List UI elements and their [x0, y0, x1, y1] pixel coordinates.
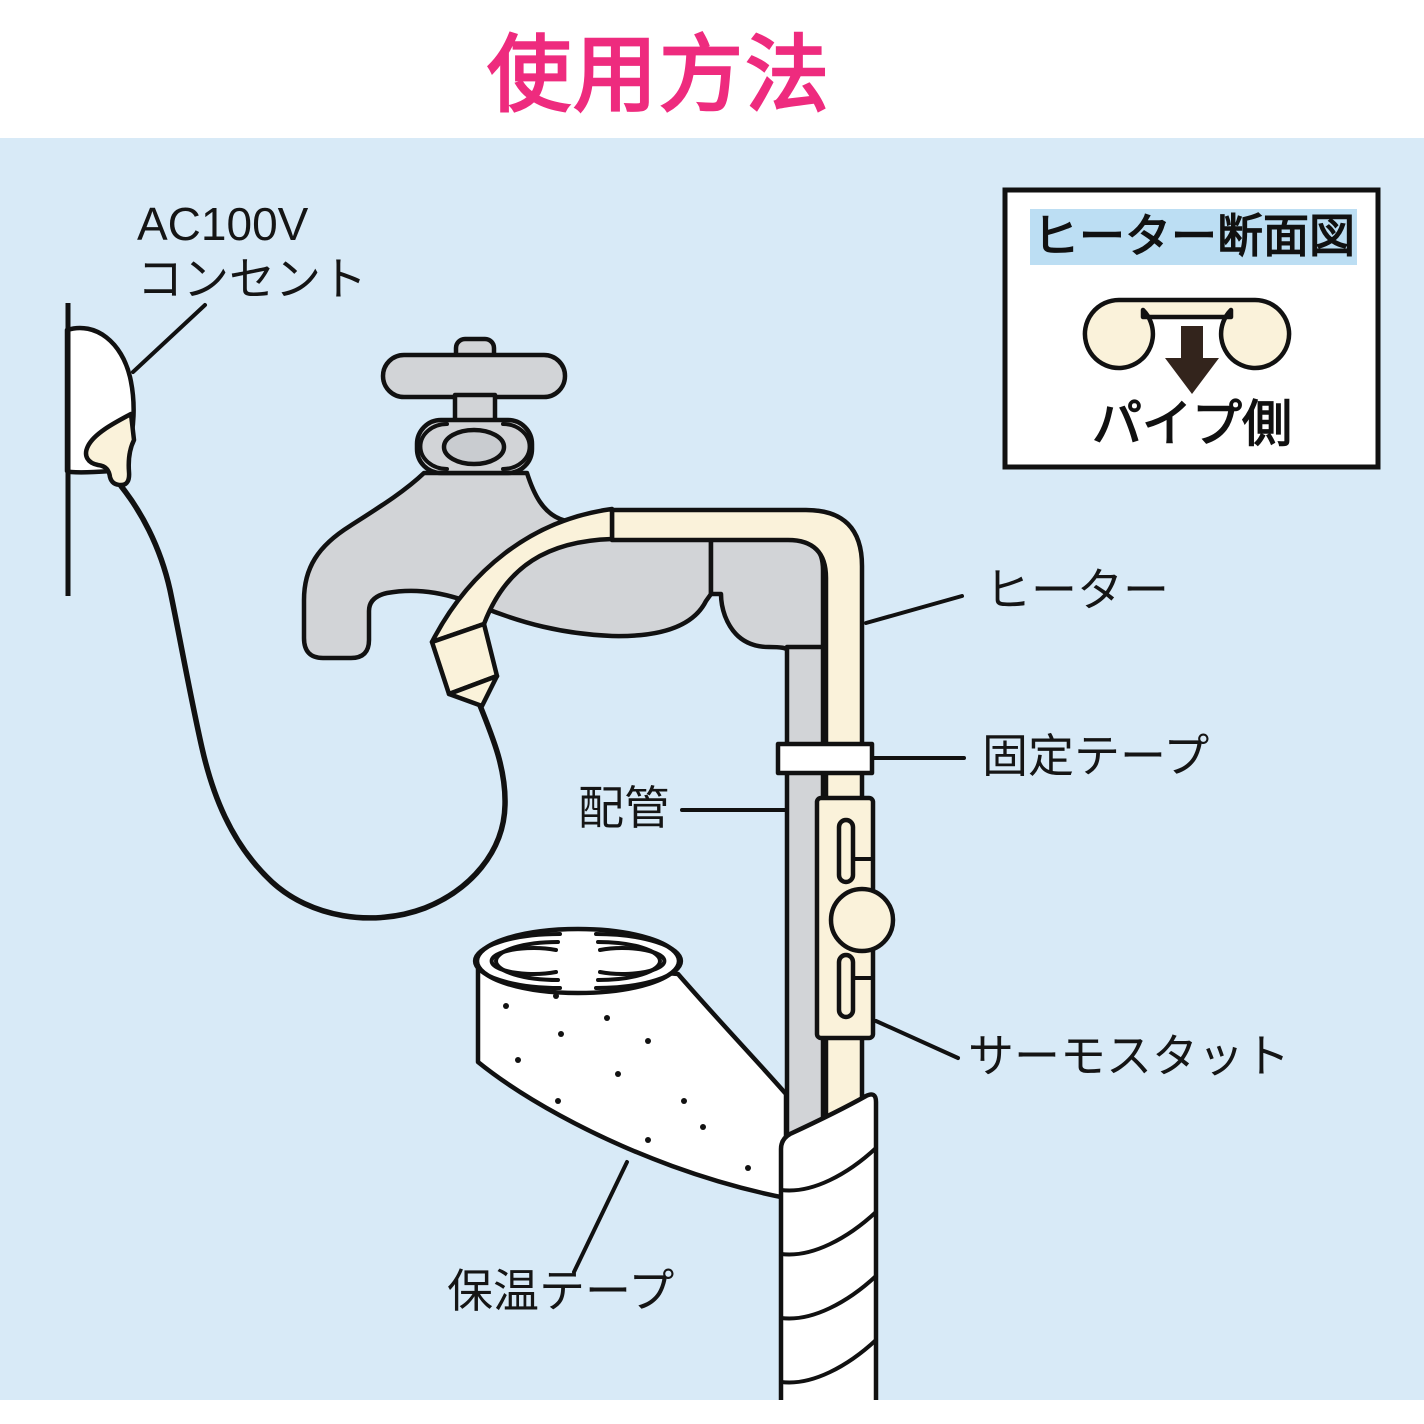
- bonnet-center: [441, 427, 507, 467]
- leader-insulation-tape: [572, 1160, 629, 1274]
- power-plug: [83, 411, 137, 488]
- down-arrow-icon: [1165, 326, 1219, 394]
- bonnet-right-seam: [501, 422, 532, 471]
- inset-box: ヒーター断面図 パイプ側: [1002, 187, 1381, 470]
- bottom-cover: [0, 1400, 1424, 1424]
- tape-texture-dots: [503, 993, 751, 1171]
- label-thermostat: サーモスタット: [968, 1030, 1290, 1082]
- insulation-tape-strip: [475, 953, 789, 1201]
- tape-roll-spiral: [472, 932, 684, 990]
- inset-title-highlight: [1030, 209, 1357, 265]
- inset-title: ヒーター断面図: [1033, 210, 1355, 262]
- leader-thermostat: [874, 1019, 960, 1060]
- label-outlet-line2: コンセント: [137, 253, 367, 305]
- heater-tail-tip: [446, 673, 500, 709]
- thermostat-slot-top: [836, 817, 856, 885]
- wrap-spiral-lines: [779, 1146, 878, 1385]
- thermostat-sensor: [828, 886, 896, 954]
- label-outlet-line1: AC100V: [137, 198, 309, 250]
- label-fixing-tape: 固定テープ: [982, 730, 1209, 782]
- label-heater: ヒーター: [985, 564, 1169, 616]
- wrapped-pipe: [778, 1092, 879, 1415]
- fixing-tape-band: [775, 741, 875, 776]
- inset-pipe-side-label: パイプ側: [1092, 396, 1292, 452]
- leader-heater: [864, 594, 964, 625]
- handle-bar: [380, 352, 568, 400]
- power-cord: [118, 483, 508, 921]
- page-title: 使用方法: [487, 28, 831, 122]
- heater-cross-section-shape: [1082, 297, 1292, 371]
- label-insulation-tape: 保温テープ: [447, 1265, 674, 1317]
- bonnet-left-seam: [418, 422, 449, 471]
- leader-outlet: [131, 303, 207, 374]
- thermostat-slot-bottom: [836, 952, 856, 1020]
- label-pipe: 配管: [578, 782, 670, 834]
